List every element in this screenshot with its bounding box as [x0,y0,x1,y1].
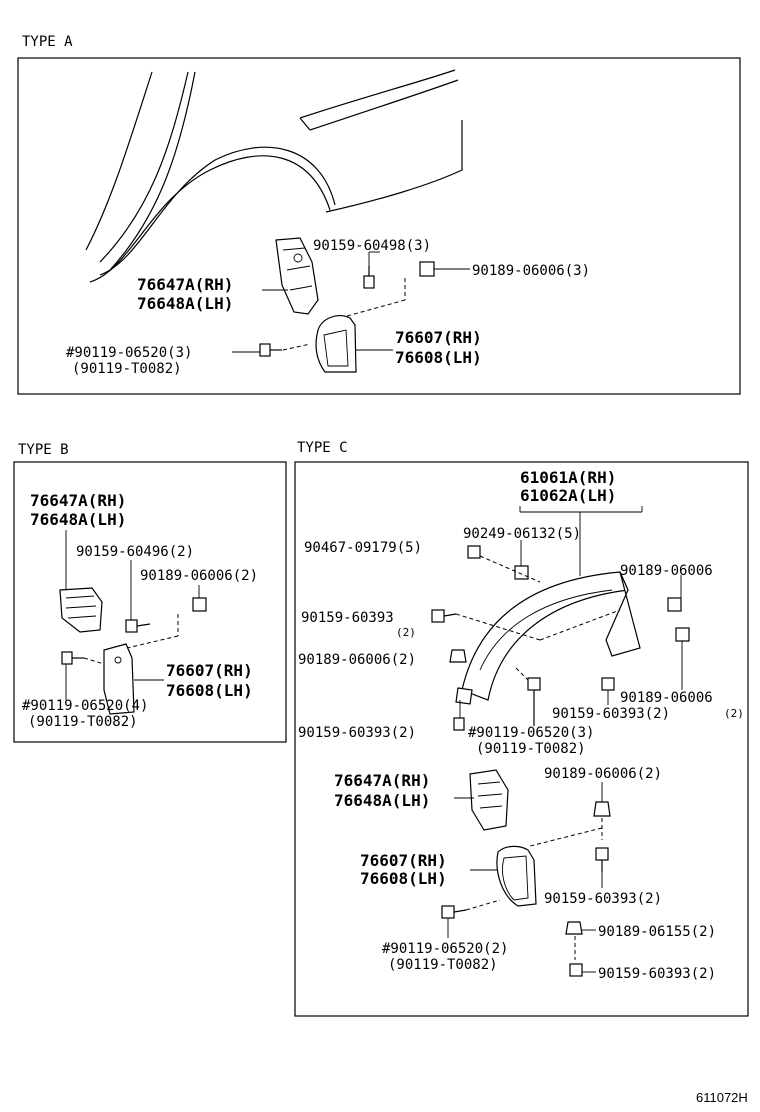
type-b-nut: 90189-06006(2) [140,568,258,584]
type-c-nut-right: 90189-06006 [620,563,713,579]
type-c-mudguard-lh: 76608(LH) [360,869,447,888]
type-a-mudguard-lh: 76608(LH) [395,348,482,367]
type-c-mudguard-rh: 76607(RH) [360,851,447,870]
type-c-bracket-rh: 76647A(RH) [334,771,430,790]
type-c-nut-left: 90189-06006(2) [298,652,416,668]
type-c-screw-last: 90159-60393(2) [598,966,716,982]
type-a-bracket-rh: 76647A(RH) [137,275,233,294]
nut-icon [667,597,682,612]
type-c-frame [294,461,749,1017]
type-a-bracket-lh: 76648A(LH) [137,294,233,313]
type-c-bolt2: #90119-06520(2) [382,941,508,957]
type-c-screw-mid: 90159-60393(2) [544,891,662,907]
type-a-bolt-alt: (90119-T0082) [72,361,182,377]
screw-icon [601,677,615,691]
fender-flare-part [455,571,641,705]
type-a-bolt: #90119-06520(3) [66,345,192,361]
type-c-clip-a: 90249-06132(5) [463,526,581,542]
type-c-screw-bottom: 90159-60393(2) [298,725,416,741]
type-c-nut-155: 90189-06155(2) [598,924,716,940]
type-b-section: TYPE B 76647A(RH) 76648A(LH) [13,442,287,743]
type-b-bolt: #90119-06520(4) [22,698,148,714]
nut-icon [565,921,583,935]
type-a-nut-top: 90189-06006(3) [472,263,590,279]
type-b-screw: 90159-60496(2) [76,544,194,560]
type-b-bracket-lh: 76648A(LH) [30,510,126,529]
nut-icon [449,649,467,663]
type-c-bolt2-alt: (90119-T0082) [388,957,498,973]
nut-icon [419,261,435,277]
type-b-bolt-alt: (90119-T0082) [28,714,138,730]
type-c-section: TYPE C [294,440,749,1017]
type-c-title: TYPE C [297,440,348,456]
type-c-screw-left: 90159-60393 [301,610,394,626]
type-b-mudguard-rh: 76607(RH) [166,661,253,680]
type-b-mudguard-lh: 76608(LH) [166,681,253,700]
car-body-outline [85,69,463,283]
type-b-frame [13,461,287,743]
bolt-icon [259,343,282,357]
type-c-nut-right-lower-qty: (2) [724,707,744,720]
bolt-icon [441,905,467,919]
type-c-bolt-alt: (90119-T0082) [476,741,586,757]
type-c-screw-left-qty: (2) [396,626,416,639]
screw-icon [125,619,151,633]
type-c-clip-b: 90467-09179(5) [304,540,422,556]
mudguard-part [315,315,357,373]
nut-icon [593,801,611,817]
screw-icon [569,963,583,977]
screw-icon [363,266,375,289]
type-c-flare-rh: 61061A(RH) [520,468,616,487]
type-a-mudguard-rh: 76607(RH) [395,328,482,347]
clip-icon [514,565,529,580]
nut-icon [192,597,207,612]
type-c-nut-right-lower: 90189-06006 [620,690,713,706]
type-a-screw-top: 90159-60498(3) [313,238,431,254]
type-c-flare-lh: 61062A(LH) [520,486,616,505]
type-c-screw-right-lower: 90159-60393(2) [552,706,670,722]
bolt-icon [527,677,541,726]
bracket-part [59,587,103,633]
type-c-nut-mid: 90189-06006(2) [544,766,662,782]
figure-reference: 611072H [696,1090,748,1105]
type-b-bracket-rh: 76647A(RH) [30,491,126,510]
bolt-icon [61,651,84,665]
type-b-title: TYPE B [18,442,69,458]
type-c-bolt: #90119-06520(3) [468,725,594,741]
mudguard-part [496,845,537,907]
clip-icon [467,545,481,559]
nut-icon [675,627,690,642]
screw-icon [453,717,465,731]
bracket-part [275,237,319,315]
type-a-title: TYPE A [22,34,73,50]
mudguard-part [103,643,135,715]
bracket-part [469,769,509,831]
type-a-frame [17,57,741,395]
type-c-bracket-lh: 76648A(LH) [334,791,430,810]
screw-icon [595,847,609,872]
type-a-section: TYPE A [17,34,741,395]
screw-icon [431,609,457,623]
